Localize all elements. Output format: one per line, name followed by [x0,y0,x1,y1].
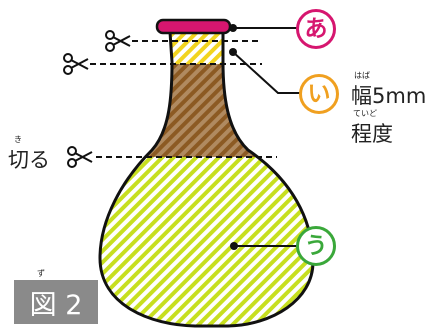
cut-label: 切る [8,148,50,172]
label-u-text: う [304,232,328,259]
label-u: う [296,226,336,266]
width-note-line1: 幅5mm [351,84,427,108]
balloon-outline [98,30,315,328]
furigana-zu: ず [37,269,45,278]
figure-label: 図 2 [14,280,98,324]
neck-top-region [100,32,313,64]
scissors-icon [67,146,93,168]
width-note-line2: 程度 [351,122,393,146]
neck-region [100,64,313,157]
balloon-cap [155,18,232,35]
label-a: あ [296,9,336,49]
label-i-text: い [307,80,331,107]
furigana-teido: ていど [353,109,377,118]
furigana-ki: き [14,135,22,144]
leader-line-i [232,51,300,94]
scissors-icon [63,53,89,75]
scissors-icon [105,30,131,52]
bulb-region [100,157,313,326]
label-a-text: あ [304,15,328,42]
furigana-haba: はば [354,71,370,80]
figure-label-text: 図 2 [29,289,83,321]
label-i: い [299,74,339,114]
